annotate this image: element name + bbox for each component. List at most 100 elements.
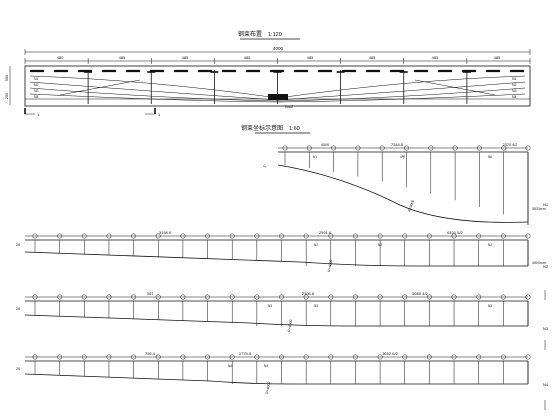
plan-beam: N1 N2 N3 N4 N1 N2 N3 N4 N4ⅆ 1 1 xyxy=(24,65,531,117)
n1-station-marker xyxy=(404,145,409,151)
n4-station-marker xyxy=(525,354,531,360)
n2-arc-label: 2591.6 xyxy=(319,230,332,235)
n2-mid-tag: N2 xyxy=(488,243,492,247)
n1-station-marker xyxy=(331,145,337,151)
n1-cable-id: N1 xyxy=(543,202,549,207)
cable-n2-profile: 3158.9 2591.6 6101.5/2 R=4000 4500mm N2 … xyxy=(16,230,549,272)
n3-station-marker xyxy=(328,294,334,300)
n3-station-marker xyxy=(106,294,112,300)
n4-station-marker xyxy=(180,354,186,360)
segment-dim-label: 485 xyxy=(244,55,251,60)
n1-station-marker xyxy=(525,145,531,151)
n3-station-marker xyxy=(476,294,482,300)
n1-station-marker xyxy=(501,145,507,151)
plan-scale: 1:120 xyxy=(268,32,282,38)
n4-station-marker xyxy=(328,354,334,360)
n2-station-marker xyxy=(57,233,63,239)
cable-label: N2 xyxy=(512,83,517,87)
plan-title: 钢束布置 xyxy=(238,30,262,38)
n2-curve-label: R=4000 xyxy=(327,259,333,272)
n4-arc-label: 1775.9 xyxy=(239,351,252,356)
n1-straight-label: 2370.4/2 xyxy=(503,143,518,147)
cable-label: N2 xyxy=(34,83,39,87)
n4-station-marker xyxy=(500,354,506,360)
n3-station-marker xyxy=(451,294,457,300)
segment-dim-label: 485 xyxy=(494,55,501,60)
n4-straight-label-a: 795.4 xyxy=(145,351,156,356)
n3-cable-id: N3 xyxy=(543,326,549,331)
cable-straight xyxy=(59,79,141,96)
n4-station-marker xyxy=(476,354,482,360)
n3-station-marker xyxy=(426,294,432,300)
n2-straight-label-b: 6101.5/2 xyxy=(447,230,463,235)
n1-angle-label: 5° xyxy=(262,163,267,168)
n3-station-marker xyxy=(131,294,137,300)
n4-station-marker xyxy=(131,354,137,360)
n3-station-marker xyxy=(254,294,260,300)
n4-stations xyxy=(32,354,531,384)
n2-mid-tag: N2 xyxy=(378,243,382,247)
plan-dimensions: 4000 480 485 485 485 485 485 485 485 500… xyxy=(5,46,531,105)
cable-label: N3 xyxy=(34,89,39,93)
n2-station-marker xyxy=(131,233,137,239)
n4-station-marker xyxy=(229,354,235,360)
n2-station-marker xyxy=(377,233,383,239)
n1-mid-tag: N1 xyxy=(313,155,317,159)
n4-station-marker xyxy=(279,354,284,360)
n4-station-marker xyxy=(81,354,87,360)
cable-label: N1 xyxy=(34,77,39,81)
n2-station-marker xyxy=(81,233,87,239)
segment-dim-ticks xyxy=(24,58,531,64)
n3-station-marker xyxy=(279,294,284,300)
beam-outline xyxy=(24,65,531,107)
mid-label: N4ⅆ xyxy=(285,104,293,109)
plan-title-block: 钢束布置 1:120 xyxy=(238,30,300,40)
n2-station-marker xyxy=(32,233,38,239)
n3-station-marker xyxy=(353,294,358,300)
n2-station-marker xyxy=(229,233,235,239)
n3-curve-label: R=4000 xyxy=(287,319,293,332)
n4-station-marker xyxy=(353,354,358,360)
n4-mid-tag: N4 xyxy=(264,364,268,368)
n2-station-marker xyxy=(451,233,457,239)
n1-station-marker xyxy=(306,145,312,151)
n2-station-marker xyxy=(279,233,284,239)
n3-station-marker xyxy=(205,294,211,300)
n2-station-marker xyxy=(303,233,309,239)
n4-station-marker xyxy=(32,354,38,360)
segment-dim-label: 485 xyxy=(182,55,189,60)
n2-station-marker xyxy=(426,233,432,239)
n3-station-marker xyxy=(155,294,161,300)
detail-title-block: 钢束坐标示意图 1:60 xyxy=(241,124,310,134)
n3-station-marker xyxy=(303,294,309,300)
detail-scale: 1:60 xyxy=(289,126,300,132)
total-dim-label: 4000 xyxy=(273,46,284,51)
n3-station-marker xyxy=(229,294,235,300)
n4-angle-label: 20 xyxy=(16,367,20,371)
n4-cable-id: N4 xyxy=(543,382,549,387)
n3-mid-tag: N3 xyxy=(268,304,272,308)
n1-end-label: 3533mm xyxy=(532,207,546,211)
cable-n3-profile: 347 2306.6 5080.4/2 R=4000 N3 20 N3 N3 N… xyxy=(16,291,549,332)
n2-stations xyxy=(32,233,531,266)
n4-station-marker xyxy=(402,354,408,360)
cable-label: N3 xyxy=(512,89,517,93)
n3-stations xyxy=(32,294,531,326)
n1-curve-label: R=3000 xyxy=(407,199,415,212)
left-dim-label: 500 xyxy=(5,75,9,81)
n4-station-marker xyxy=(426,354,432,360)
n4-station-marker xyxy=(205,354,211,360)
n3-cable-path xyxy=(24,314,528,327)
left-dim-label: 200 xyxy=(5,93,9,99)
n1-mid-tag: 4号 xyxy=(400,154,405,159)
n1-length-label: 7344.5 xyxy=(391,142,404,147)
n2-station-marker xyxy=(525,233,531,239)
n2-angle-label: 20 xyxy=(16,243,20,247)
n3-station-marker xyxy=(180,294,186,300)
segment-dim-label: 480 xyxy=(57,55,64,60)
n4-straight-label-b: 3652.6/2 xyxy=(382,351,398,356)
n4-station-marker xyxy=(451,354,457,360)
segment-dim-label: 485 xyxy=(119,55,126,60)
n2-station-marker xyxy=(402,233,408,239)
